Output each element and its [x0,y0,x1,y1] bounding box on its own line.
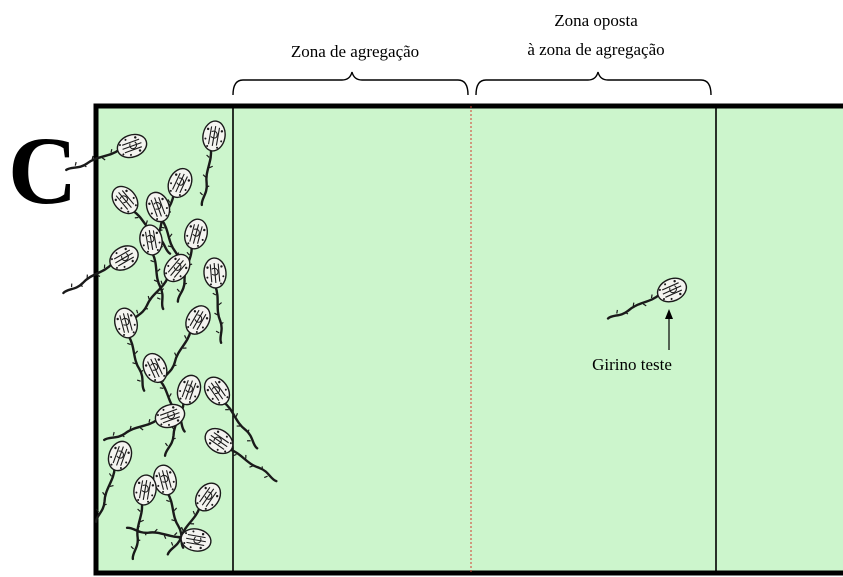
curly-brace-icon [233,72,468,95]
opposite-zone-label-line1: Zona oposta [554,11,638,30]
aggregation-zone-label: Zona de agregação [291,42,419,61]
opposite-zone-label-line2: à zona de agregação [527,40,664,59]
curly-brace-icon [476,72,711,95]
test-tadpole-label: Girino teste [592,355,672,374]
